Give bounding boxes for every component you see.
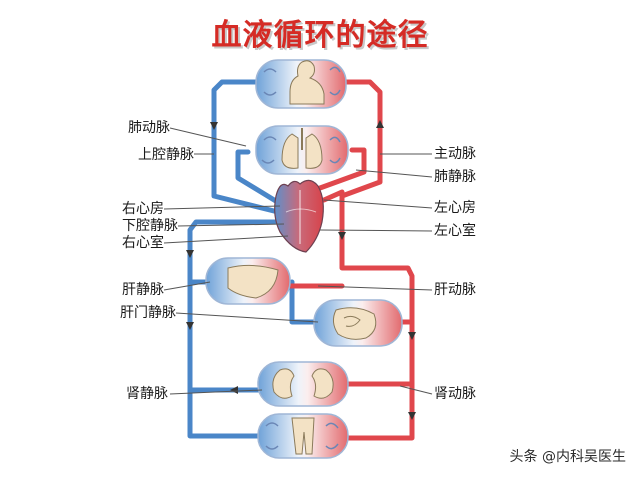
inferior-vena-cava-vessel — [187, 219, 293, 439]
organ-lungs — [255, 125, 349, 175]
portal-vein-vessel — [289, 279, 319, 325]
label-renal-vein: 肾静脉 — [126, 386, 168, 402]
diagram-title: 血液循环的途径 — [211, 18, 429, 53]
label-left-ventricle: 左心室 — [434, 223, 476, 239]
aorta-head-vessel — [339, 79, 383, 199]
label-right-atrium: 右心房 — [122, 201, 164, 217]
organ-head — [255, 59, 347, 109]
organ-kidneys — [257, 361, 349, 407]
label-superior-vena-cava: 上腔静脉 — [138, 147, 194, 163]
label-aorta: 主动脉 — [434, 146, 476, 162]
vein-paths — [187, 79, 319, 439]
watermark: 头条 @内科吴医生 — [509, 449, 626, 465]
label-renal-artery: 肾动脉 — [434, 386, 476, 402]
artery-paths — [283, 79, 415, 441]
flow-arrows — [186, 120, 416, 420]
label-hepatic-vein: 肝静脉 — [122, 282, 164, 298]
pulmonary-branch-vessel — [235, 149, 287, 209]
heart — [274, 179, 324, 253]
label-hepatic-artery: 肝动脉 — [434, 282, 476, 298]
label-right-ventricle: 右心室 — [122, 235, 164, 251]
organ-intestine — [313, 299, 403, 347]
label-pulmonary-artery: 肺动脉 — [128, 120, 170, 136]
label-left-atrium: 左心房 — [434, 200, 476, 216]
label-hepatic-portal-vein: 肝门静脉 — [120, 305, 176, 321]
leader-lines — [163, 127, 433, 395]
organ-liver — [205, 257, 291, 305]
pulmonary-artery-vessel — [211, 79, 281, 215]
organ-legs — [257, 413, 349, 459]
pulmonary-vein-vessel — [317, 147, 367, 191]
label-pulmonary-vein: 肺静脉 — [434, 169, 476, 185]
label-inferior-vena-cava: 下腔静脉 — [122, 218, 178, 234]
descending-aorta-vessel — [321, 189, 415, 441]
